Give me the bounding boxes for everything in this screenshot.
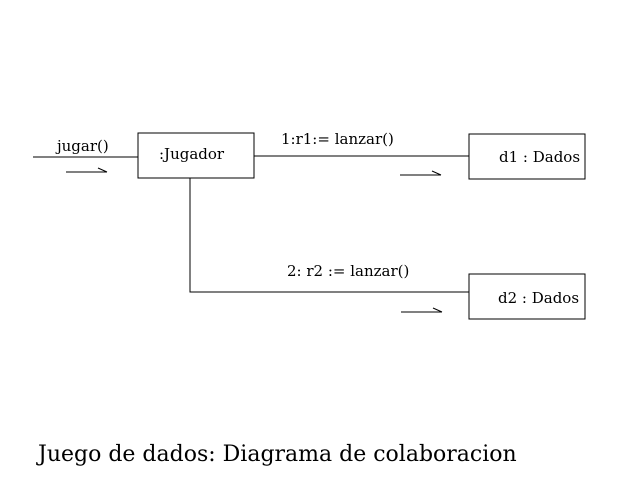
object-jugador: :Jugador xyxy=(137,132,255,179)
message-arrow-jugar xyxy=(66,167,108,173)
message-jugar: jugar() xyxy=(55,137,109,155)
message-arrow-1 xyxy=(400,170,442,176)
diagram-title: Juego de dados: Diagrama de colaboracion xyxy=(36,442,517,467)
object-d1: d1 : Dados xyxy=(468,133,586,180)
object-d2: d2 : Dados xyxy=(468,273,586,320)
object-d1-label: d1 : Dados xyxy=(499,148,580,166)
object-jugador-label: :Jugador xyxy=(159,145,225,163)
object-d2-label: d2 : Dados xyxy=(498,289,579,307)
message-2: 2: r2 := lanzar() xyxy=(287,262,409,280)
link-jugador-d2 xyxy=(189,178,469,293)
message-arrow-2 xyxy=(401,307,443,313)
message-1: 1:r1:= lanzar() xyxy=(281,130,394,148)
